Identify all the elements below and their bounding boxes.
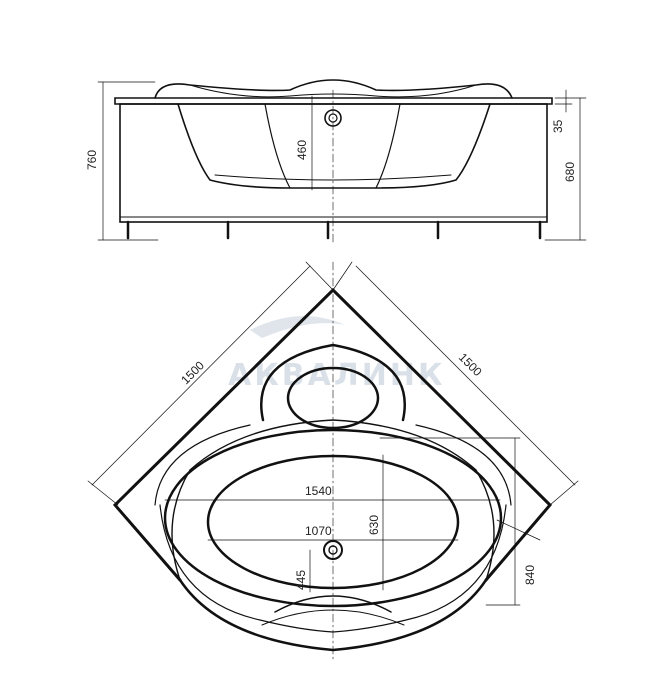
dim-1500-right: 1500 [456,350,485,379]
dim-680: 680 [563,162,577,182]
plan-view [87,261,579,661]
side-view [97,79,587,246]
dim-1500-left: 1500 [178,358,207,387]
dim-35: 35 [551,119,565,133]
dim-445: 445 [294,570,308,590]
dim-630: 630 [367,515,381,535]
dim-840: 840 [523,565,537,585]
dim-460: 460 [295,140,309,160]
watermark-logo-icon [250,316,345,338]
dim-1540: 1540 [305,484,332,498]
dim-760: 760 [85,150,99,170]
dim-1070: 1070 [305,524,332,538]
